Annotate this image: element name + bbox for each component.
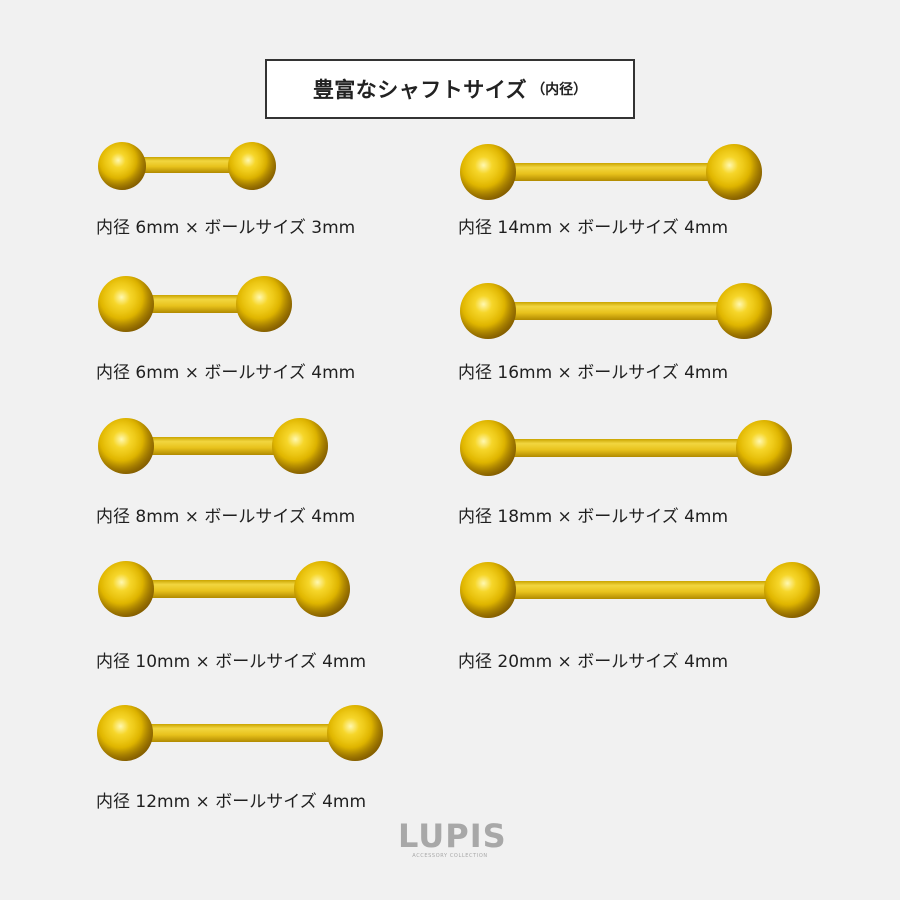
barbell-ball-left xyxy=(98,561,154,617)
page-title: 豊富なシャフトサイズ xyxy=(312,78,528,102)
barbell-ball-left xyxy=(460,562,516,618)
item-label: 内径 10mm × ボールサイズ 4mm xyxy=(96,652,367,672)
barbell-ball-left xyxy=(460,283,516,339)
item-label: 内径 6mm × ボールサイズ 3mm xyxy=(96,218,356,238)
item-label: 内径 6mm × ボールサイズ 4mm xyxy=(96,363,356,383)
barbell-image xyxy=(97,697,387,771)
barbell-image xyxy=(460,136,766,210)
barbell-shaft xyxy=(138,580,313,598)
brand-logo-tagline: ACCESSORY COLLECTION xyxy=(412,853,488,859)
item-label: 内径 8mm × ボールサイズ 4mm xyxy=(96,507,356,527)
barbell-shaft xyxy=(500,163,720,181)
barbell-image xyxy=(460,554,826,628)
barbell-ball-left xyxy=(98,142,146,190)
barbell-ball-left xyxy=(460,144,516,200)
barbell-ball-left xyxy=(97,705,153,761)
barbell-ball-right xyxy=(236,276,292,332)
brand-logo-name: LUPIS xyxy=(398,817,507,855)
barbell-ball-right xyxy=(294,561,350,617)
barbell-image xyxy=(98,130,278,204)
item-label: 内径 12mm × ボールサイズ 4mm xyxy=(96,792,367,812)
barbell-image xyxy=(98,268,298,342)
brand-logo: LUPIS ACCESSORY COLLECTION xyxy=(398,817,507,859)
barbell-ball-right xyxy=(327,705,383,761)
barbell-ball-left xyxy=(98,418,154,474)
barbell-image xyxy=(98,410,332,484)
barbell-ball-right xyxy=(706,144,762,200)
barbell-ball-right xyxy=(736,420,792,476)
barbell-ball-right xyxy=(272,418,328,474)
barbell-shaft xyxy=(500,302,730,320)
item-label: 内径 14mm × ボールサイズ 4mm xyxy=(458,218,729,238)
title-box: 豊富なシャフトサイズ （内径） xyxy=(265,59,635,119)
barbell-image xyxy=(460,412,796,486)
barbell-ball-right xyxy=(228,142,276,190)
barbell-shaft xyxy=(133,157,243,173)
barbell-image xyxy=(98,553,356,627)
barbell-image xyxy=(460,275,776,349)
item-label: 内径 20mm × ボールサイズ 4mm xyxy=(458,652,729,672)
item-label: 内径 16mm × ボールサイズ 4mm xyxy=(458,363,729,383)
barbell-shaft xyxy=(137,724,337,742)
barbell-ball-right xyxy=(764,562,820,618)
page-subtitle: （内径） xyxy=(531,82,588,98)
barbell-shaft xyxy=(138,437,288,455)
barbell-shaft xyxy=(500,581,780,599)
barbell-shaft xyxy=(500,439,750,457)
barbell-ball-right xyxy=(716,283,772,339)
barbell-ball-left xyxy=(98,276,154,332)
barbell-ball-left xyxy=(460,420,516,476)
barbell-shaft xyxy=(138,295,258,313)
item-label: 内径 18mm × ボールサイズ 4mm xyxy=(458,507,729,527)
